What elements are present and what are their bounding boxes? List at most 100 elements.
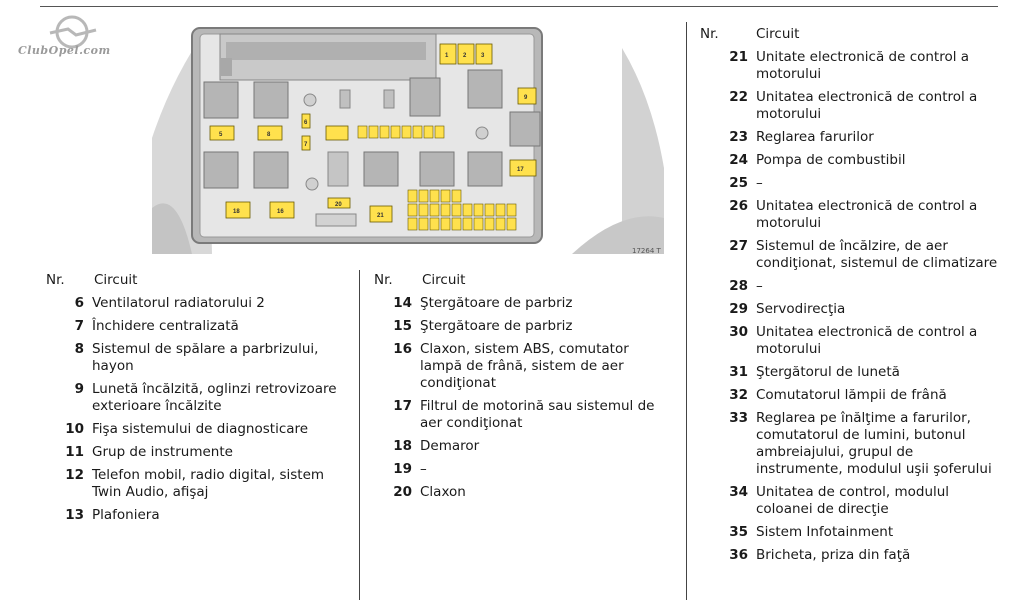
circuit-number: 7 <box>74 318 84 334</box>
circuit-number: 11 <box>65 444 84 460</box>
logo-text: ClubOpel.com <box>18 44 111 57</box>
header-circuit: Circuit <box>422 272 466 288</box>
circuit-description: – <box>756 278 763 294</box>
circuit-description: Ştergătorul de lunetă <box>756 364 900 380</box>
circuit-number: 15 <box>393 318 412 334</box>
circuit-number: 27 <box>729 238 748 254</box>
header-nr: Nr. <box>700 26 719 42</box>
fuse-label: 3 <box>481 53 485 59</box>
circuit-number: 17 <box>393 398 412 414</box>
circuit-row: 30 Unitatea electronică de control a moto… <box>700 324 1000 358</box>
circuit-row: 34 Unitatea de control, modulul coloanei … <box>700 484 1000 518</box>
fuse-label: 9 <box>524 95 528 101</box>
circuit-number: 26 <box>729 198 748 214</box>
circuit-number: 28 <box>729 278 748 294</box>
column-header: Nr. Circuit <box>700 26 1000 43</box>
circuit-number: 34 <box>729 484 748 500</box>
circuit-number: 21 <box>729 49 748 65</box>
circuit-row: 11 Grup de instrumente <box>46 444 346 461</box>
circuit-description: Reglarea farurilor <box>756 129 874 145</box>
circuit-description: Claxon <box>420 484 466 500</box>
circuit-number: 16 <box>393 341 412 357</box>
circuit-number: 22 <box>729 89 748 105</box>
circuit-description: Sistemul de spălare a parbrizului, hayon <box>92 341 319 374</box>
header-circuit: Circuit <box>94 272 138 288</box>
circuit-number: 33 <box>729 410 748 426</box>
circuit-number: 31 <box>729 364 748 380</box>
circuit-number: 12 <box>65 467 84 483</box>
fuse-label: 18 <box>233 209 240 215</box>
circuit-number: 10 <box>65 421 84 437</box>
circuit-description: Demaror <box>420 438 480 454</box>
opel-logo-icon <box>49 15 97 49</box>
circuit-description: Plafoniera <box>92 507 160 523</box>
circuit-description: Reglarea pe înălţime a farurilor, comuta… <box>756 410 992 477</box>
circuit-number: 9 <box>74 381 84 397</box>
circuit-description: Claxon, sistem ABS, comutator lampă de f… <box>420 341 629 391</box>
circuit-description: – <box>756 175 763 191</box>
circuit-number: 35 <box>729 524 748 540</box>
circuit-description: Grup de instrumente <box>92 444 233 460</box>
circuit-row: 31 Ştergătorul de lunetă <box>700 364 1000 381</box>
circuit-row: 24 Pompa de combustibil <box>700 152 1000 169</box>
circuit-description: Pompa de combustibil <box>756 152 906 168</box>
circuit-row: 36 Bricheta, priza din faţă <box>700 547 1000 564</box>
circuit-description: Unitatea electronică de control a motoru… <box>756 89 978 122</box>
circuit-description: Unitatea electronică de control a motoru… <box>756 324 978 357</box>
circuit-row: 15 Ştergătoare de parbriz <box>374 318 674 335</box>
circuit-description: Ventilatorul radiatorului 2 <box>92 295 265 311</box>
circuit-description: – <box>420 461 427 477</box>
circuit-number: 36 <box>729 547 748 563</box>
fuse-label: 20 <box>335 202 342 208</box>
fuse-label: 8 <box>267 132 271 138</box>
circuit-row: 25– <box>700 175 1000 192</box>
circuit-row: 16 Claxon, sistem ABS, comutator lampă de… <box>374 341 674 392</box>
header-nr: Nr. <box>374 272 393 288</box>
circuit-description: Ştergătoare de parbriz <box>420 295 573 311</box>
circuit-row: 22 Unitatea electronică de control a moto… <box>700 89 1000 123</box>
circuit-number: 18 <box>393 438 412 454</box>
circuit-row: 18 Demaror <box>374 438 674 455</box>
header-circuit: Circuit <box>756 26 800 42</box>
circuit-description: Unitatea de control, modulul coloanei de… <box>756 484 950 517</box>
fuse-label: 21 <box>377 213 384 219</box>
circuit-number: 30 <box>729 324 748 340</box>
circuit-number: 24 <box>729 152 748 168</box>
circuit-row: 33 Reglarea pe înălţime a farurilor, comu… <box>700 410 1000 478</box>
fuse-label: 7 <box>304 142 308 148</box>
fuse-label: 5 <box>219 132 223 138</box>
divider-middle <box>359 270 360 600</box>
image-code: 17264 T <box>632 247 661 255</box>
circuit-description: Ştergătoare de parbriz <box>420 318 573 334</box>
circuit-number: 25 <box>729 175 748 191</box>
circuit-row: 20 Claxon <box>374 484 674 501</box>
top-rule <box>40 6 998 7</box>
circuit-description: Lunetă încălzită, oglinzi retrovizoare e… <box>92 381 337 414</box>
column-header: Nr. Circuit <box>46 272 346 289</box>
circuit-number: 20 <box>393 484 412 500</box>
fuse-label: 1 <box>445 53 449 59</box>
circuit-row: 19– <box>374 461 674 478</box>
circuit-description: Bricheta, priza din faţă <box>756 547 911 563</box>
circuit-description: Telefon mobil, radio digital, sistem Twi… <box>92 467 325 500</box>
circuit-number: 32 <box>729 387 748 403</box>
circuit-description: Unitatea electronică de control a motoru… <box>756 198 978 231</box>
fuse-label: 17 <box>517 167 524 173</box>
circuit-row: 9 Lunetă încălzită, oglinzi retrovizoare … <box>46 381 346 415</box>
circuit-row: 28– <box>700 278 1000 295</box>
circuit-number: 29 <box>729 301 748 317</box>
